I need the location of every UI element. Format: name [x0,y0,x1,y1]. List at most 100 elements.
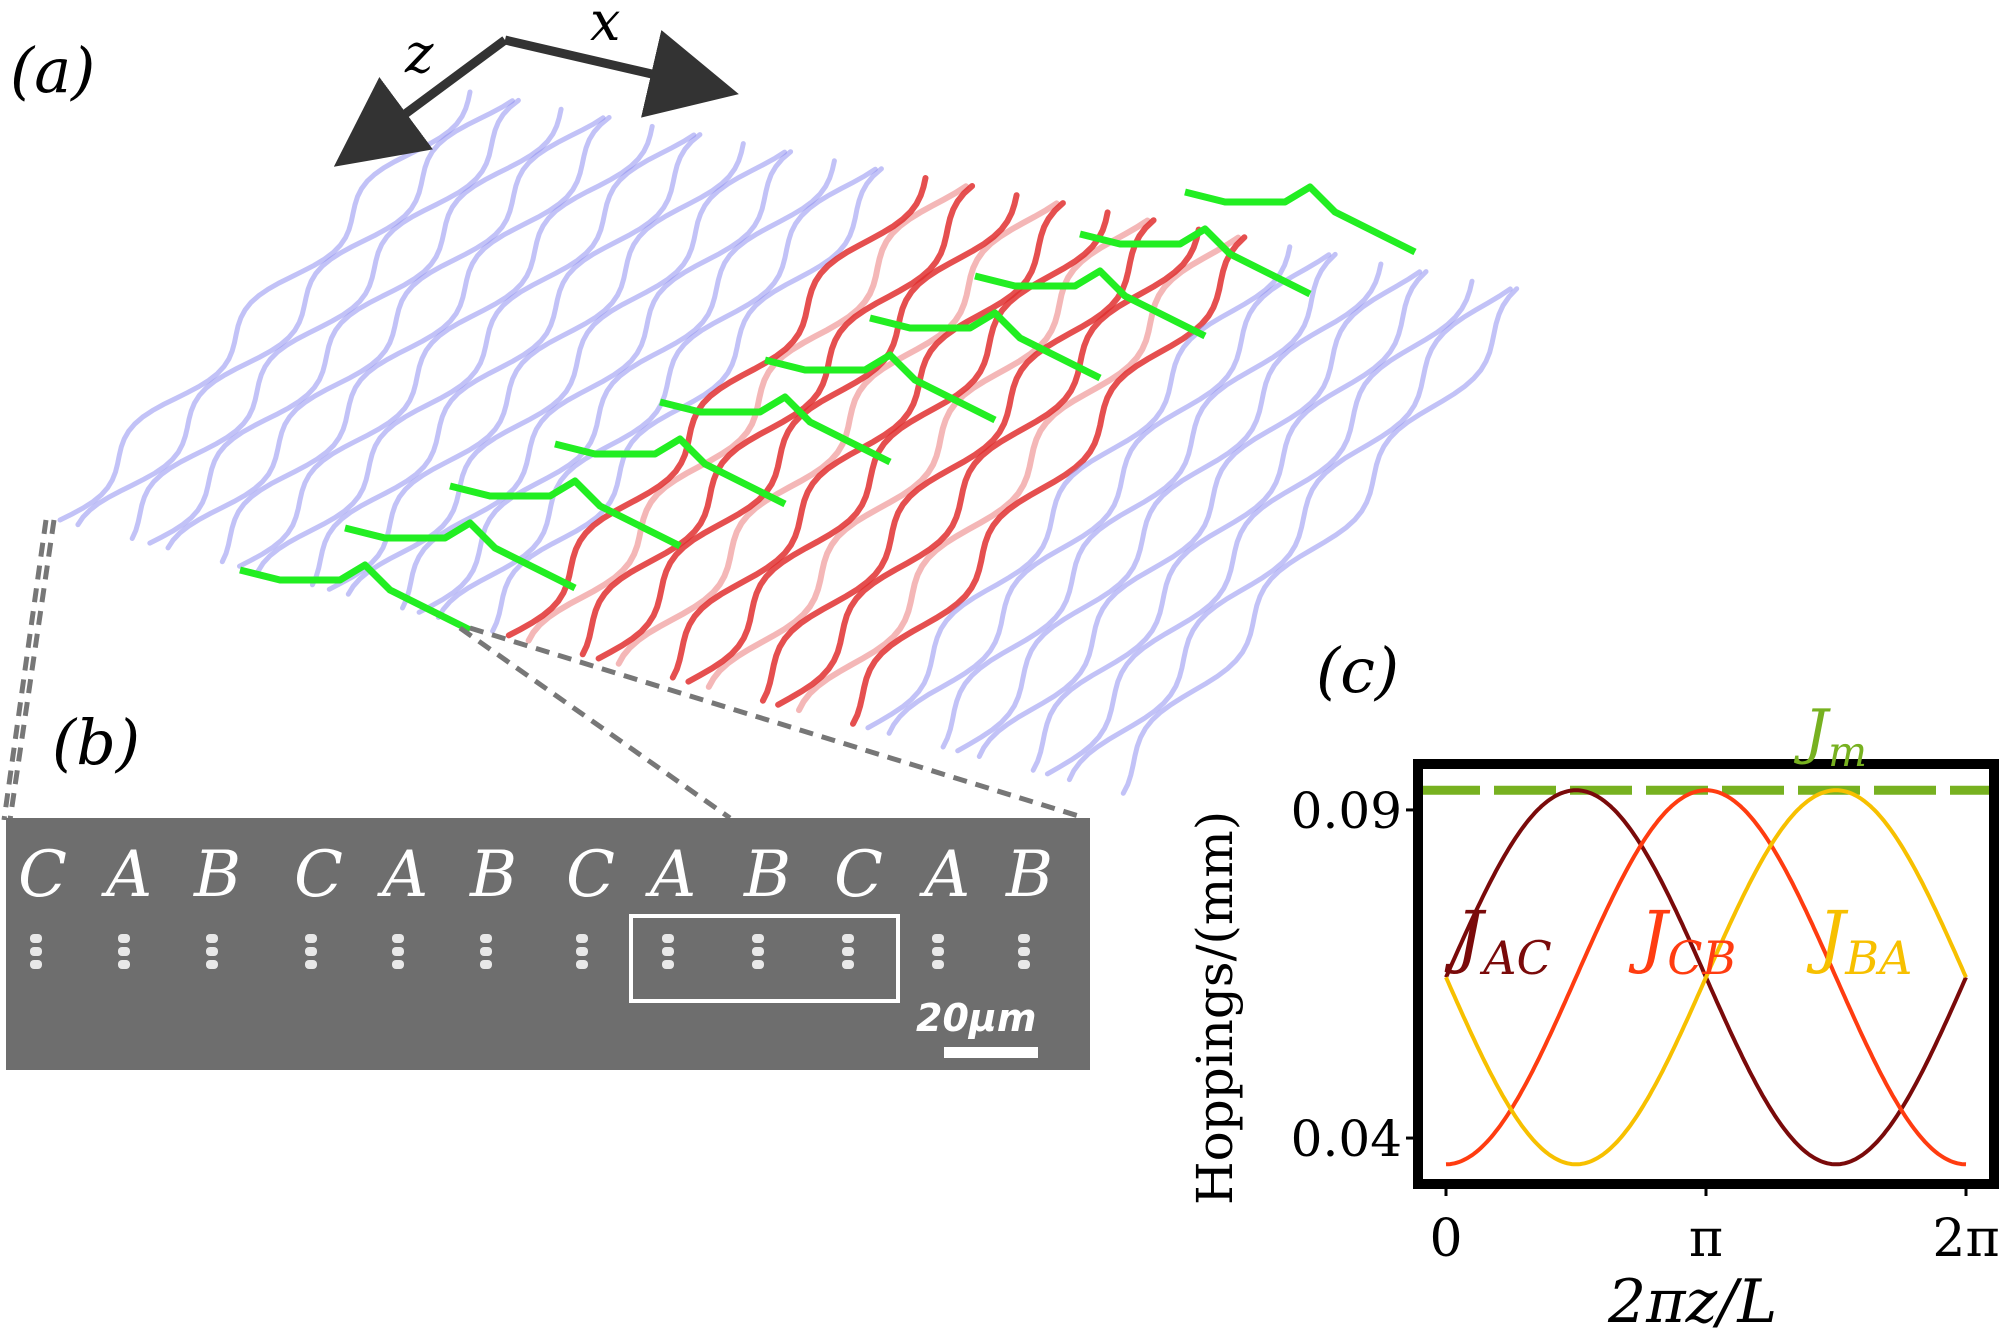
microscope-image: C A B C A B C A B C A B 20μm [6,818,1090,1070]
panel-c-label: (c) [1316,634,1400,707]
waveguide [1030,269,1429,773]
waveguide-spot [201,934,223,984]
waveguide [400,149,794,611]
series-line-jba [1444,788,1968,1167]
unit-cell-box [629,914,900,1003]
series-line-jac [1444,788,1968,1167]
z-axis-arrow [333,36,508,167]
waveguide [940,251,1338,750]
waveguide [345,149,788,597]
waveguide [850,234,1248,727]
waveguide [1066,286,1513,783]
mode-profile [239,561,472,634]
site-letter: B [194,838,242,912]
series-label-jba: JBA [1806,898,1912,985]
waveguide-spot [300,934,322,984]
waveguide [165,115,606,551]
waveguide [75,98,515,528]
y-axis-label: Hoppings/(mm) [1186,811,1244,1205]
axis-arrows: z x [333,0,739,167]
waveguide [326,141,746,592]
scale-bar [944,1047,1038,1058]
waveguide [129,97,521,541]
y-tick-label: 0.04 [1291,1110,1402,1168]
waveguide-spot [747,934,769,984]
x-tick-label: 0 [1429,1209,1462,1269]
mode-profile [869,309,1102,382]
chart-curves [1418,785,1994,1167]
waveguides [57,89,1520,796]
mode-profile [1079,225,1312,298]
waveguide [237,123,655,569]
site-letter: A [650,838,697,912]
scale-bar-label: 20μm [916,996,1037,1040]
site-letter: B [470,838,518,912]
mode-profile [344,519,577,592]
site-letter: C [18,838,67,912]
waveguide [865,244,1293,731]
waveguide-array-diagram: z x [1,0,1520,820]
z-axis-label: z [404,22,434,85]
zoom-line-left-inner [1,519,49,820]
waveguide [57,89,473,523]
waveguide-spot [837,934,859,984]
x-tick-label: 2π [1932,1209,1999,1269]
waveguide [615,200,1060,667]
waveguide [759,217,1157,704]
waveguide [775,226,1202,708]
site-letter: C [834,838,883,912]
mode-profile [659,393,892,466]
mode-profiles [239,183,1417,634]
mode-profile [449,477,682,550]
waveguide-spot [1013,934,1035,984]
waveguide-spot [25,934,47,984]
waveguide [255,132,697,574]
x-axis-label: x [590,0,620,53]
waveguide [595,192,1020,662]
waveguide [705,217,1151,690]
waveguide [416,158,837,615]
zoom-lines [1,519,1086,820]
mode-profile [554,435,787,508]
waveguide [490,166,884,634]
x-axis-label: 2πz/L [1607,1267,1777,1337]
site-letter: A [382,838,429,912]
mode-profile [974,267,1207,340]
waveguide-spot [657,934,679,984]
panel-b-label: (b) [52,706,141,779]
waveguide [309,132,703,588]
waveguide [1044,278,1475,777]
site-letter: A [924,838,971,912]
site-letter: B [744,838,792,912]
site-letter: B [1006,838,1054,912]
waveguide [955,261,1384,754]
panel-a-label: (a) [10,34,96,107]
waveguide [435,166,878,620]
series-label-jac: JAC [1444,898,1552,985]
mode-profile [1184,183,1417,256]
waveguide [976,269,1423,759]
zoom-line-mid [458,625,732,820]
waveguide [219,115,612,565]
waveguide [886,252,1332,736]
x-tick-label: π [1689,1209,1723,1269]
zoom-line-left-outer [7,519,57,820]
site-letter: C [294,838,343,912]
waveguide [505,175,929,639]
series-line-jcb [1445,788,1967,1167]
waveguide-spot [113,934,135,984]
waveguide-spot [387,934,409,984]
plot-frame [1413,759,1999,1189]
waveguide-spot [927,934,949,984]
site-letter: C [566,838,615,912]
zoom-line-right [469,625,1086,820]
x-axis-arrow [503,30,739,118]
waveguide-spot [571,934,593,984]
waveguide-spot [475,934,497,984]
waveguide [579,183,976,658]
mode-profile [764,351,997,424]
site-letter: A [106,838,153,912]
waveguide [147,106,564,546]
waveguide [1120,286,1520,796]
